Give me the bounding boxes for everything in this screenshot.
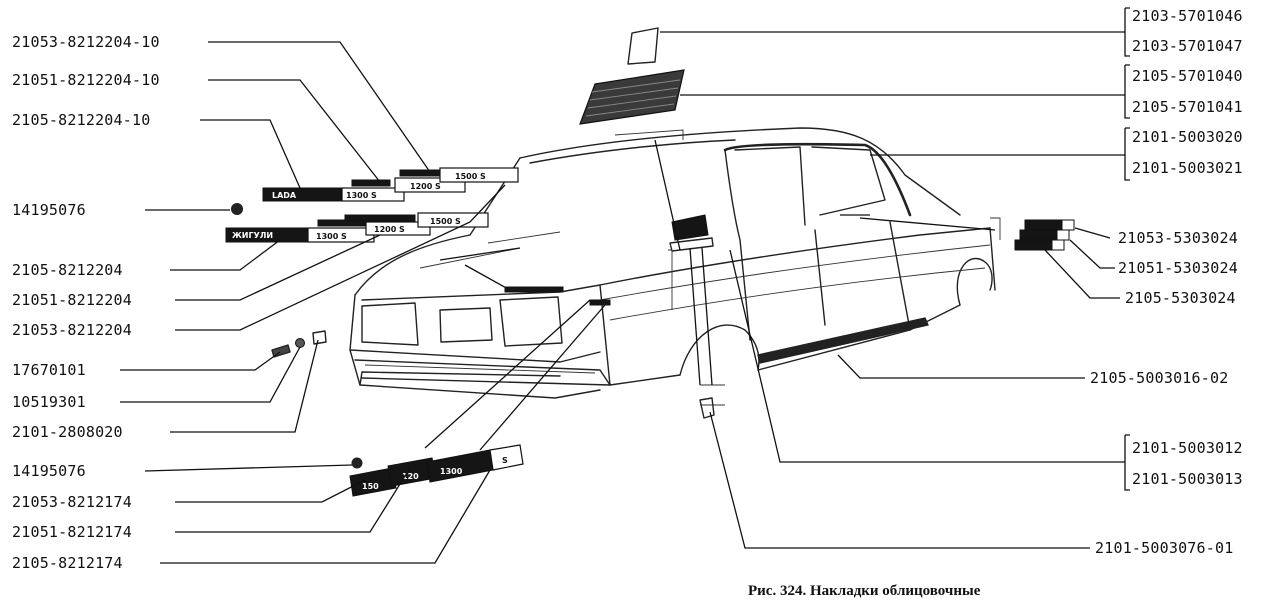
label-2105-8212204-10: 2105-8212204-10 [12, 111, 150, 129]
label-14195076-bottom: 14195076 [12, 462, 86, 480]
label-14195076-top: 14195076 [12, 201, 86, 219]
label-2101-5003012: 2101-5003012 [1132, 439, 1243, 457]
label-2101-5003013: 2101-5003013 [1132, 470, 1243, 488]
label-21051-5303024: 21051-5303024 [1118, 259, 1238, 277]
badge-rear-1500: 150 [362, 482, 379, 491]
badge-1200s-text: 1200 S [410, 182, 441, 191]
badge-rear-1300: 1300 [440, 467, 463, 476]
labels-right: 2103-5701046 2103-5701047 2105-5701040 2… [1090, 7, 1243, 557]
figure-caption: Рис. 324. Накладки облицовочные [748, 583, 981, 599]
badge-lada-num-text: 1300 S [346, 191, 377, 200]
label-2105-5303024: 2105-5303024 [1125, 289, 1236, 307]
label-2101-5003076-01: 2101-5003076-01 [1095, 539, 1233, 557]
label-2105-5701041: 2105-5701041 [1132, 98, 1243, 116]
label-2101-5003020: 2101-5003020 [1132, 128, 1243, 146]
label-2103-5701046: 2103-5701046 [1132, 7, 1243, 25]
badge-lada-text: LADA [272, 191, 297, 200]
badge-zhiguli-text: ЖИГУЛИ [232, 231, 273, 240]
badge-rear-s: S [502, 456, 508, 465]
label-17670101: 17670101 [12, 361, 86, 379]
label-2105-8212204: 2105-8212204 [12, 261, 123, 279]
badge-rear-1200: 120 [402, 472, 419, 481]
label-2101-5003021: 2101-5003021 [1132, 159, 1243, 177]
label-2103-5701047: 2103-5701047 [1132, 37, 1243, 55]
label-2105-5003016-02: 2105-5003016-02 [1090, 369, 1228, 387]
label-2105-5701040: 2105-5701040 [1132, 67, 1243, 85]
badge-z1300s-text: 1300 S [316, 232, 347, 241]
badge-z1200s-text: 1200 S [374, 225, 405, 234]
car-drawing [349, 127, 1001, 419]
label-21053-5303024: 21053-5303024 [1118, 229, 1238, 247]
label-21051-8212204: 21051-8212204 [12, 291, 132, 309]
badge-cluster-rear: 150 120 1300 S [349, 444, 524, 497]
badge-cluster-front: LADA 1300 S 1200 S 1500 S ЖИГУЛИ 1300 S … [225, 167, 519, 243]
label-21053-8212174: 21053-8212174 [12, 493, 132, 511]
leader-lines [120, 7, 1130, 564]
label-21053-8212204-10: 21053-8212204-10 [12, 33, 160, 51]
badge-z1500s-text: 1500 S [430, 217, 461, 226]
parts-drawing [231, 27, 685, 469]
label-10519301: 10519301 [12, 393, 86, 411]
label-2101-2808020: 2101-2808020 [12, 423, 123, 441]
label-21051-8212204-10: 21051-8212204-10 [12, 71, 160, 89]
label-21051-8212174: 21051-8212174 [12, 523, 132, 541]
labels-left: 21053-8212204-10 21051-8212204-10 2105-8… [12, 33, 160, 572]
badge-1500s-text: 1500 S [455, 172, 486, 181]
badge-cluster-side [1014, 219, 1075, 251]
label-2105-8212174: 2105-8212174 [12, 554, 123, 572]
label-21053-8212204: 21053-8212204 [12, 321, 132, 339]
